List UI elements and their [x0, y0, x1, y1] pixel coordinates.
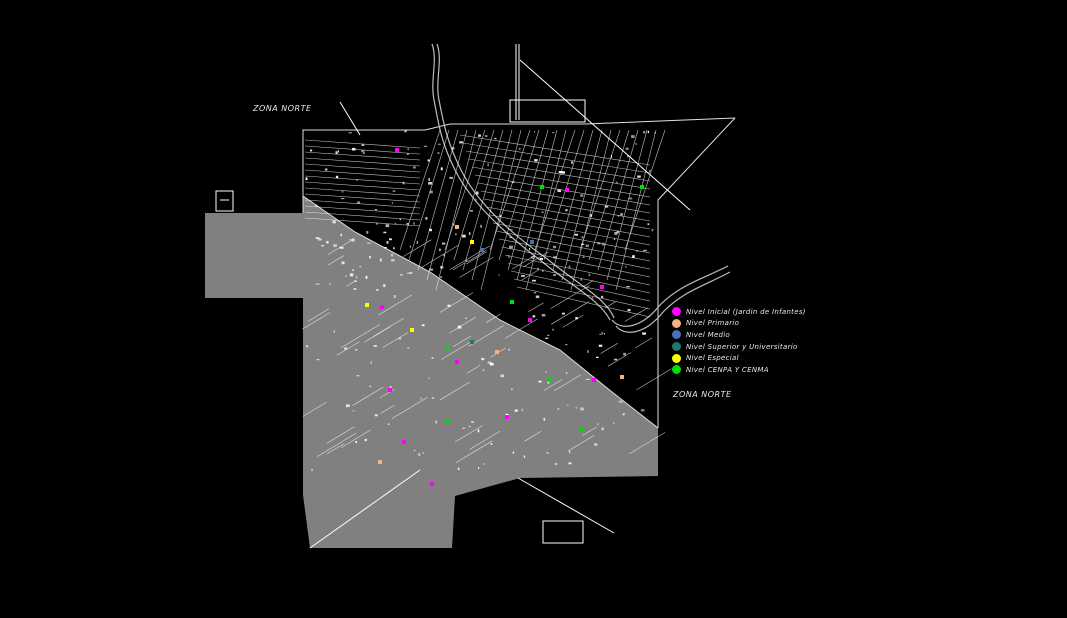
building-structure	[215, 99, 586, 544]
school-marker	[548, 378, 552, 382]
school-marker	[620, 375, 624, 379]
school-marker	[388, 388, 392, 392]
school-marker	[480, 248, 484, 252]
legend-label: Nivel Primario	[686, 319, 740, 328]
school-marker	[600, 285, 604, 289]
legend-item: Nivel Superior y Universitario	[672, 341, 806, 353]
legend-label: Nivel Medio	[686, 330, 731, 339]
legend-label: Nivel Superior y Universitario	[686, 342, 798, 351]
school-marker	[528, 318, 532, 322]
river	[431, 43, 731, 333]
legend-item: Nivel Primario	[672, 318, 806, 330]
street-grid	[302, 129, 672, 464]
school-marker	[378, 460, 382, 464]
building-marks	[305, 130, 656, 472]
school-marker	[505, 415, 509, 419]
legend-color-dot	[672, 307, 681, 317]
school-marker	[430, 482, 434, 486]
legend-color-dot	[672, 330, 681, 340]
school-marker	[495, 350, 499, 354]
school-marker	[455, 360, 459, 364]
school-marker	[592, 378, 596, 382]
legend-label: Nivel Especial	[686, 354, 739, 363]
legend-label: Nivel CENPA Y CENMA	[686, 365, 769, 374]
school-marker	[365, 303, 369, 307]
legend-color-dot	[672, 353, 681, 363]
school-marker	[640, 185, 644, 189]
legend-item: Nivel Especial	[672, 352, 806, 364]
school-marker	[445, 420, 449, 424]
school-marker	[470, 240, 474, 244]
zona-norte-label-top: ZONA NORTE	[253, 104, 312, 113]
legend-item: Nivel Medio	[672, 329, 806, 341]
school-marker	[455, 225, 459, 229]
school-marker	[410, 328, 414, 332]
legend-label: Nivel Inicial (Jardin de Infantes)	[686, 307, 806, 316]
school-marker	[395, 148, 399, 152]
school-marker	[580, 428, 584, 432]
school-marker	[445, 345, 449, 349]
legend-item: Nivel Inicial (Jardin de Infantes)	[672, 306, 806, 318]
school-marker	[470, 340, 474, 344]
school-marker	[530, 240, 534, 244]
school-markers	[365, 148, 644, 486]
school-marker	[402, 440, 406, 444]
school-marker	[510, 300, 514, 304]
city-boundary	[302, 117, 736, 429]
railroad-lines	[309, 44, 691, 549]
south-zone-area	[205, 196, 658, 548]
legend-color-dot	[672, 318, 681, 328]
school-marker	[380, 305, 384, 309]
school-marker	[540, 185, 544, 189]
legend-color-dot	[672, 365, 681, 375]
legend-color-dot	[672, 342, 681, 352]
legend-item: Nivel CENPA Y CENMA	[672, 364, 806, 376]
legend: Nivel Inicial (Jardin de Infantes) Nivel …	[672, 306, 806, 376]
zona-norte-label-right: ZONA NORTE	[673, 390, 732, 399]
school-marker	[565, 188, 569, 192]
